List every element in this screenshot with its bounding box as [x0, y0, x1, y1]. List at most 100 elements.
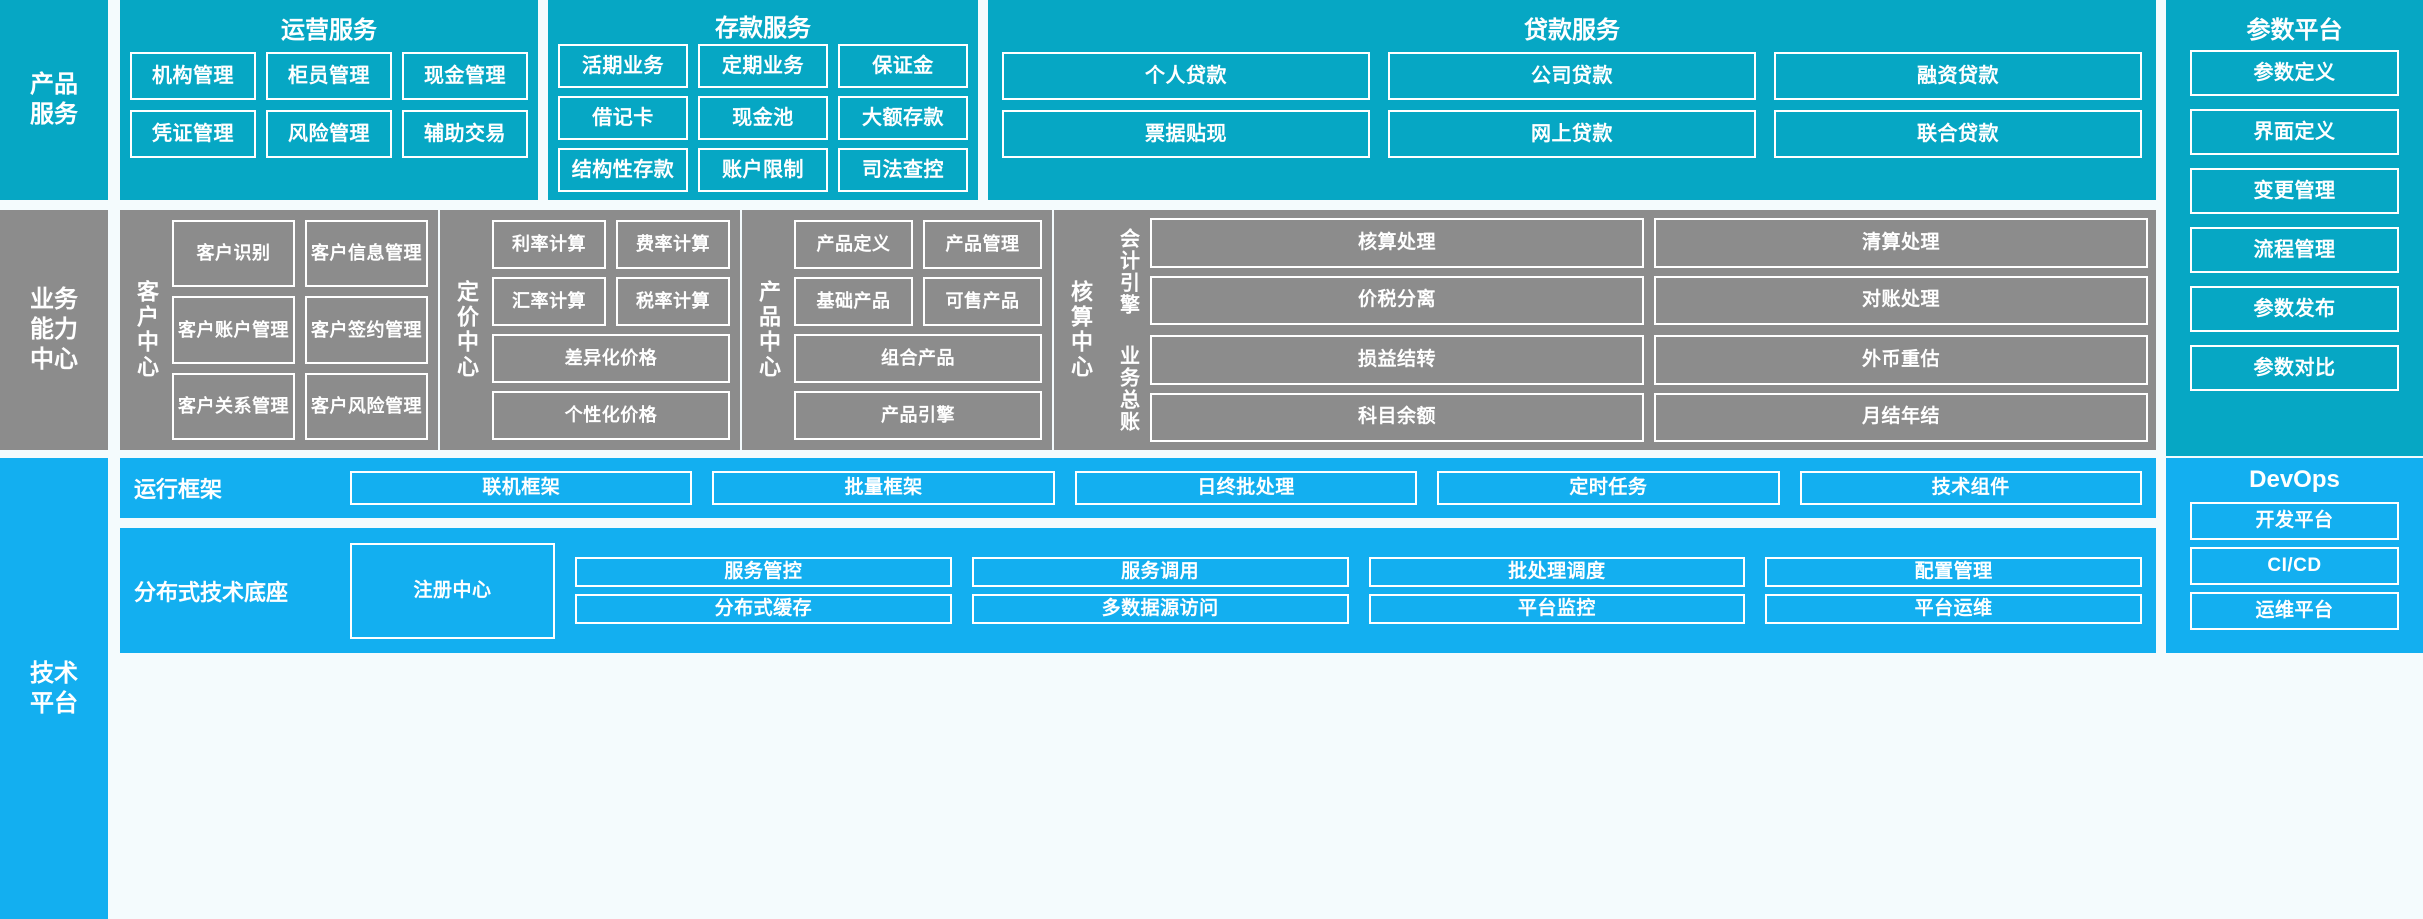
tile-operation-4[interactable]: 风险管理 — [266, 110, 392, 158]
tile-ledger-2[interactable]: 科目余额 — [1150, 392, 1644, 442]
tile-registry-center[interactable]: 注册中心 — [350, 542, 555, 639]
tile-operation-2[interactable]: 现金管理 — [402, 52, 528, 100]
tile-pricing-3[interactable]: 税率计算 — [616, 277, 730, 326]
tile-customer-0[interactable]: 客户识别 — [172, 220, 295, 288]
tile-ledger-3[interactable]: 月结年结 — [1654, 392, 2148, 442]
tile-ledger-0[interactable]: 损益结转 — [1150, 335, 1644, 385]
tile-loan-5[interactable]: 联合贷款 — [1774, 110, 2142, 158]
tile-ledger-1[interactable]: 外币重估 — [1654, 335, 2148, 385]
tile-base-2[interactable]: 批处理调度 — [1368, 557, 1746, 587]
tile-base-5[interactable]: 多数据源访问 — [971, 594, 1349, 624]
subgroup-label-accounting-engine: 会计引擎 — [1116, 227, 1139, 316]
tile-operation-1[interactable]: 柜员管理 — [266, 52, 392, 100]
tile-deposit-6[interactable]: 结构性存款 — [558, 148, 688, 192]
tp-label-line1: 技术 — [30, 659, 78, 687]
tile-base-4[interactable]: 分布式缓存 — [575, 594, 952, 624]
center-customer: 客户中心 客户识别 客户信息管理 客户账户管理 客户签约管理 客户关系管理 客户… — [120, 210, 438, 450]
tile-customer-5[interactable]: 客户风险管理 — [305, 372, 428, 440]
layer-label-product-services: 产品 服务 — [0, 0, 108, 200]
tile-devops-1[interactable]: CI/CD — [2190, 547, 2399, 585]
tile-acct-engine-1[interactable]: 清算处理 — [1654, 218, 2148, 268]
registry-center-wrap: 注册中心 — [350, 542, 555, 639]
tile-param-3[interactable]: 流程管理 — [2190, 227, 2399, 273]
tile-customer-1[interactable]: 客户信息管理 — [305, 220, 428, 288]
accounting-engine-grid: 核算处理 清算处理 价税分离 对账处理 — [1150, 218, 2148, 325]
tile-pricing-0[interactable]: 利率计算 — [492, 220, 606, 269]
tile-param-2[interactable]: 变更管理 — [2190, 168, 2399, 214]
layer-label-business-capability: 业务 能力 中心 — [0, 210, 108, 450]
loan-services-grid: 个人贷款 公司贷款 融资贷款 票据贴现 网上贷款 联合贷款 — [1002, 52, 2142, 158]
center-label-product: 产品中心 — [756, 280, 781, 380]
tile-base-3[interactable]: 配置管理 — [1765, 557, 2142, 587]
bc-label-line3: 中心 — [30, 346, 78, 373]
tile-product-0[interactable]: 产品定义 — [794, 220, 913, 269]
center-label-customer: 客户中心 — [134, 280, 159, 380]
group-operation-services: 运营服务 机构管理 柜员管理 现金管理 凭证管理 风险管理 辅助交易 — [120, 0, 538, 200]
tile-runtime-4[interactable]: 技术组件 — [1799, 471, 2142, 505]
tile-deposit-5[interactable]: 大额存款 — [838, 96, 968, 140]
group-title-devops: DevOps — [2249, 466, 2340, 493]
tile-loan-2[interactable]: 融资贷款 — [1774, 52, 2142, 100]
tile-base-1[interactable]: 服务调用 — [971, 557, 1349, 587]
tech-row-label-distributed-base: 分布式技术底座 — [134, 579, 289, 605]
tile-operation-3[interactable]: 凭证管理 — [130, 110, 256, 158]
tech-row-distributed-base: 分布式技术底座 注册中心 服务管控 服务调用 批处理调度 配置管理 分布式缓存 … — [120, 528, 2156, 653]
tile-acct-engine-0[interactable]: 核算处理 — [1150, 218, 1644, 268]
subgroup-label-business-ledger: 业务总账 — [1116, 344, 1139, 433]
tile-runtime-2[interactable]: 日终批处理 — [1074, 471, 1418, 505]
accounting-subgroup-engine: 会计引擎 核算处理 清算处理 价税分离 对账处理 — [1106, 218, 2148, 325]
tile-product-1[interactable]: 产品管理 — [923, 220, 1042, 269]
tile-product-wide-0[interactable]: 组合产品 — [794, 334, 1042, 383]
pricing-center-grid: 利率计算 费率计算 汇率计算 税率计算 差异化价格 个性化价格 — [492, 210, 740, 450]
tile-customer-2[interactable]: 客户账户管理 — [172, 296, 295, 364]
center-label-pricing: 定价中心 — [454, 280, 479, 380]
accounting-subgroup-ledger: 业务总账 损益结转 外币重估 科目余额 月结年结 — [1106, 335, 2148, 442]
tile-devops-0[interactable]: 开发平台 — [2190, 502, 2399, 540]
bc-label-line1: 业务 — [30, 286, 78, 313]
tp-label-line2: 平台 — [30, 689, 78, 717]
tile-base-7[interactable]: 平台运维 — [1765, 594, 2142, 624]
tile-param-4[interactable]: 参数发布 — [2190, 286, 2399, 332]
tile-loan-4[interactable]: 网上贷款 — [1388, 110, 1756, 158]
tile-deposit-0[interactable]: 活期业务 — [558, 44, 688, 88]
tile-deposit-3[interactable]: 借记卡 — [558, 96, 688, 140]
group-loan-services: 贷款服务 个人贷款 公司贷款 融资贷款 票据贴现 网上贷款 联合贷款 — [988, 0, 2156, 200]
accounting-subgroups: 会计引擎 核算处理 清算处理 价税分离 对账处理 业务总账 损益结转 外币重估 … — [1106, 210, 2156, 450]
tile-runtime-3[interactable]: 定时任务 — [1437, 471, 1780, 505]
tile-operation-5[interactable]: 辅助交易 — [402, 110, 528, 158]
tile-runtime-0[interactable]: 联机框架 — [350, 471, 693, 505]
center-product: 产品中心 产品定义 产品管理 基础产品 可售产品 组合产品 产品引擎 — [742, 210, 1052, 450]
tile-deposit-7[interactable]: 账户限制 — [698, 148, 828, 192]
tile-runtime-1[interactable]: 批量框架 — [712, 471, 1055, 505]
tile-param-0[interactable]: 参数定义 — [2190, 50, 2399, 96]
tile-deposit-1[interactable]: 定期业务 — [698, 44, 828, 88]
group-parameter-platform: 参数平台 参数定义 界面定义 变更管理 流程管理 参数发布 参数对比 — [2166, 0, 2423, 456]
tile-devops-2[interactable]: 运维平台 — [2190, 592, 2399, 630]
tile-base-0[interactable]: 服务管控 — [575, 557, 952, 587]
tile-product-2[interactable]: 基础产品 — [794, 277, 913, 326]
tile-base-6[interactable]: 平台监控 — [1368, 594, 1746, 624]
tile-loan-0[interactable]: 个人贷款 — [1002, 52, 1370, 100]
tile-pricing-2[interactable]: 汇率计算 — [492, 277, 606, 326]
tile-product-3[interactable]: 可售产品 — [923, 277, 1042, 326]
tech-row-runtime-framework: 运行框架 联机框架 批量框架 日终批处理 定时任务 技术组件 — [120, 458, 2156, 518]
tile-customer-4[interactable]: 客户关系管理 — [172, 372, 295, 440]
tile-param-1[interactable]: 界面定义 — [2190, 109, 2399, 155]
tile-deposit-2[interactable]: 保证金 — [838, 44, 968, 88]
business-ledger-grid: 损益结转 外币重估 科目余额 月结年结 — [1150, 335, 2148, 442]
tile-deposit-8[interactable]: 司法查控 — [838, 148, 968, 192]
tile-acct-engine-3[interactable]: 对账处理 — [1654, 275, 2148, 325]
tile-pricing-1[interactable]: 费率计算 — [616, 220, 730, 269]
tile-operation-0[interactable]: 机构管理 — [130, 52, 256, 100]
tile-pricing-wide-1[interactable]: 个性化价格 — [492, 391, 730, 440]
tile-pricing-wide-0[interactable]: 差异化价格 — [492, 334, 730, 383]
tile-deposit-4[interactable]: 现金池 — [698, 96, 828, 140]
tile-loan-3[interactable]: 票据贴现 — [1002, 110, 1370, 158]
tile-acct-engine-2[interactable]: 价税分离 — [1150, 275, 1644, 325]
tile-loan-1[interactable]: 公司贷款 — [1388, 52, 1756, 100]
product-center-grid: 产品定义 产品管理 基础产品 可售产品 组合产品 产品引擎 — [794, 210, 1052, 450]
tile-customer-3[interactable]: 客户签约管理 — [305, 296, 428, 364]
tile-product-wide-1[interactable]: 产品引擎 — [794, 391, 1042, 440]
tile-param-5[interactable]: 参数对比 — [2190, 345, 2399, 391]
